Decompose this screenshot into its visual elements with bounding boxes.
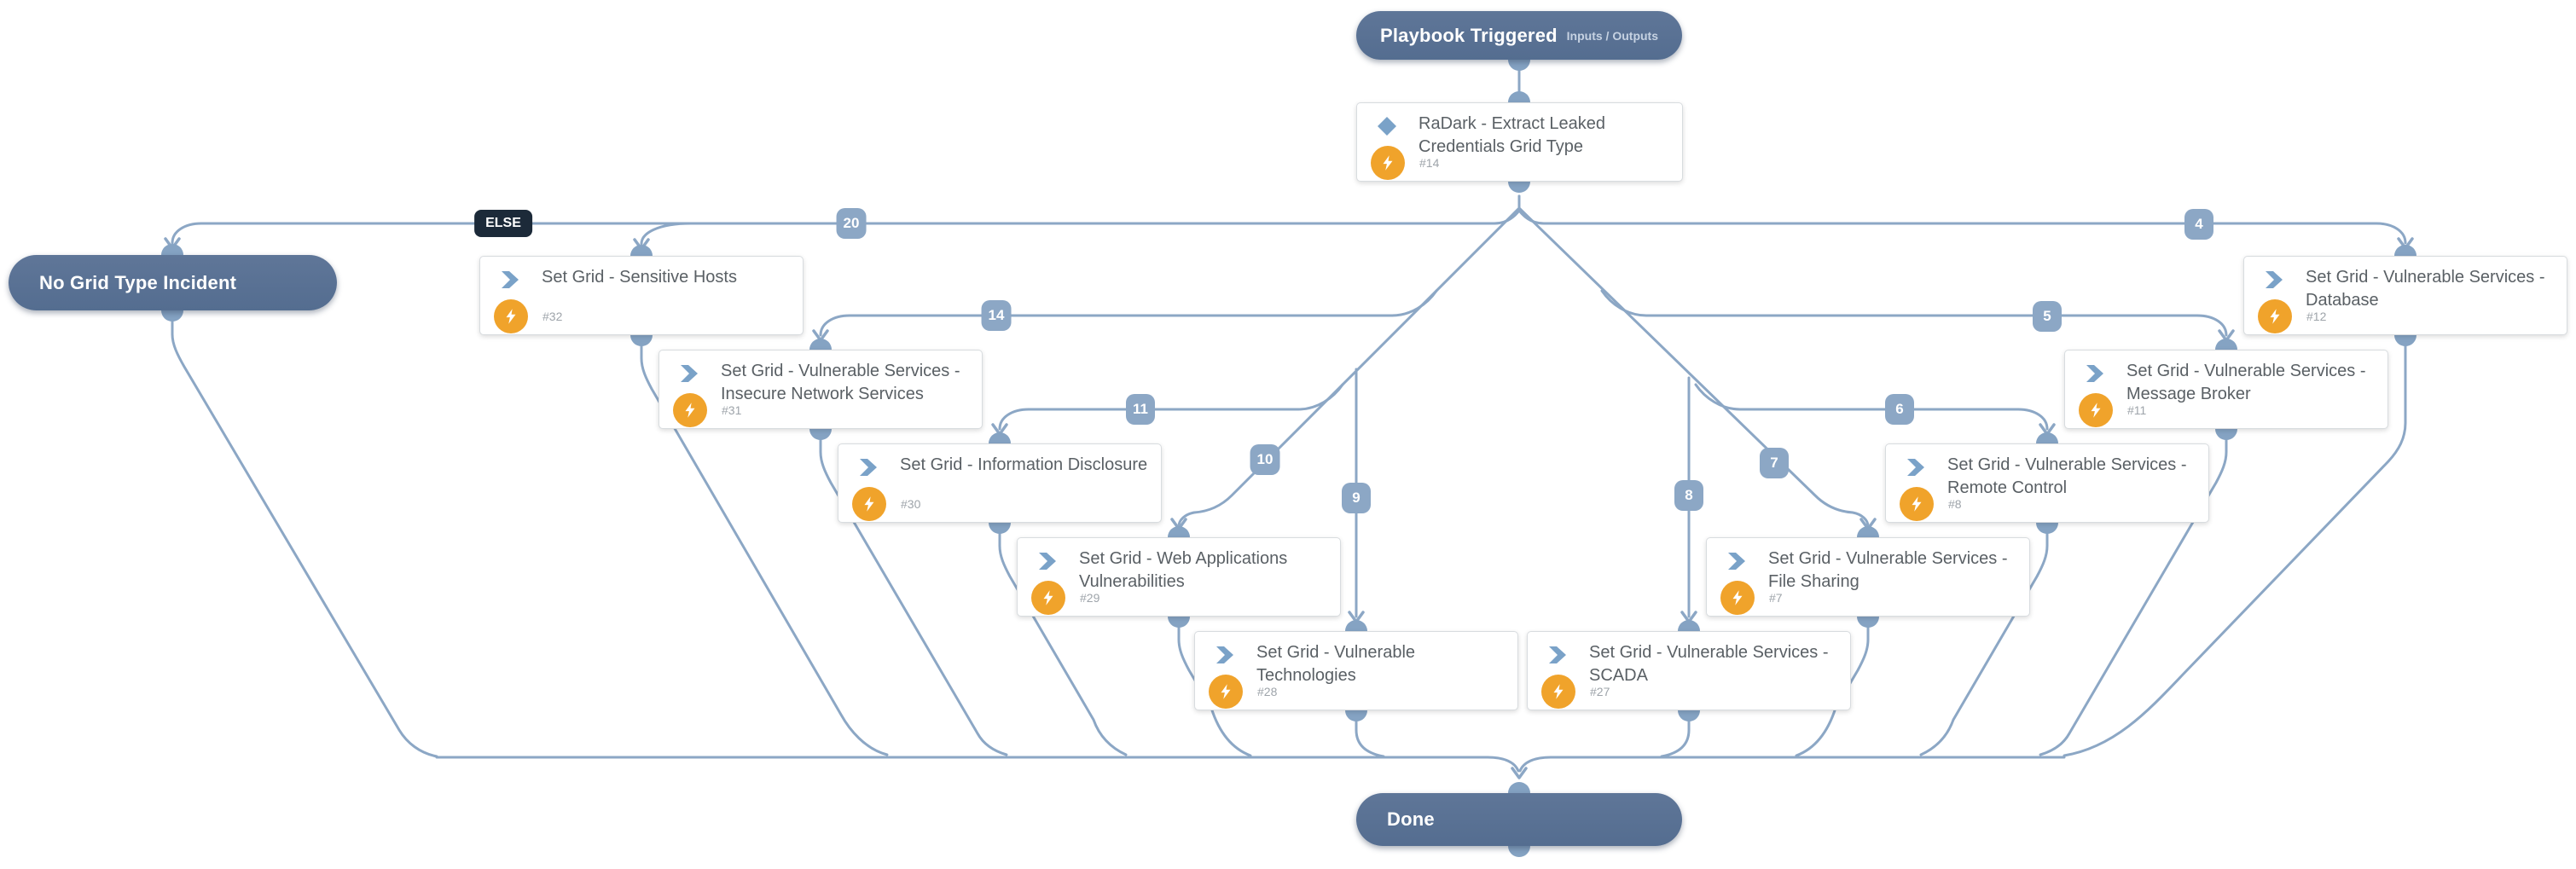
task-title: Set Grid - Vulnerable Services - Databas… — [2306, 268, 2545, 310]
task-title: Set Grid - Web Applications Vulnerabilit… — [1079, 549, 1288, 591]
task-node-set-grid-vulnerable-technologies[interactable]: Set Grid - Vulnerable Technologies #28 — [1194, 631, 1518, 710]
edge-level3-right — [1694, 383, 2049, 431]
edge-merge-left — [435, 756, 1520, 773]
edge-level2-right — [1600, 289, 2228, 337]
condition-badge-5: 5 — [2033, 301, 2062, 332]
start-node-playbook-triggered[interactable]: Playbook Triggered Inputs / Outputs — [1356, 11, 1682, 60]
task-type-chevron-icon — [1546, 644, 1569, 666]
task-title: Set Grid - Sensitive Hosts — [542, 268, 737, 287]
task-type-chevron-icon — [1214, 644, 1236, 666]
automation-bolt-icon — [2258, 299, 2292, 333]
condition-badge-14: 14 — [981, 300, 1012, 331]
task-id: #8 — [1948, 497, 1962, 511]
condition-badge-9: 9 — [1342, 483, 1371, 513]
edge-fan-diagonal-left — [1177, 194, 1521, 528]
task-id: #27 — [1590, 685, 1610, 698]
start-node-title: Playbook Triggered — [1380, 24, 1558, 46]
edge-t27-to-done — [1660, 709, 1691, 758]
edge-t31-to-done — [819, 427, 1008, 756]
terminal-node-no-grid-type-incident[interactable]: No Grid Type Incident — [9, 255, 337, 310]
task-node-set-grid-message-broker[interactable]: Set Grid - Vulnerable Services - Message… — [2064, 350, 2388, 429]
task-node-set-grid-file-sharing[interactable]: Set Grid - Vulnerable Services - File Sh… — [1706, 537, 2030, 617]
task-id: #32 — [542, 310, 563, 323]
automation-bolt-icon — [1209, 675, 1243, 709]
edge-t11-to-done — [2039, 427, 2228, 756]
task-type-chevron-icon — [1905, 456, 1927, 478]
condition-badge-else: ELSE — [474, 210, 532, 237]
condition-badge-8: 8 — [1674, 480, 1703, 511]
task-id: #14 — [1419, 156, 1440, 170]
task-title: Set Grid - Information Disclosure — [900, 455, 1148, 474]
condition-badge-11: 11 — [1126, 394, 1155, 425]
task-type-chevron-icon — [678, 362, 700, 385]
automation-bolt-icon — [1720, 581, 1755, 615]
edge-level1-right — [1517, 209, 2407, 245]
edge-fan-diagonal-right — [1517, 194, 1870, 528]
edge-nogrid-to-done — [171, 309, 438, 758]
condition-badge-7: 7 — [1760, 448, 1789, 478]
automation-bolt-icon — [852, 487, 886, 521]
task-type-chevron-icon — [2084, 362, 2106, 385]
task-node-set-grid-remote-control[interactable]: Set Grid - Vulnerable Services - Remote … — [1885, 443, 2209, 523]
task-node-set-grid-insecure-network-services[interactable]: Set Grid - Vulnerable Services - Insecur… — [659, 350, 983, 429]
task-type-chevron-icon — [1726, 550, 1748, 572]
task-node-set-grid-web-applications-vulnerabilities[interactable]: Set Grid - Web Applications Vulnerabilit… — [1017, 537, 1341, 617]
task-type-chevron-icon — [857, 456, 879, 478]
task-type-chevron-icon — [499, 269, 521, 291]
terminal-node-title: No Grid Type Incident — [39, 271, 237, 293]
task-node-radark-extract-leaked-credentials[interactable]: RaDark - Extract Leaked Credentials Grid… — [1356, 102, 1683, 182]
condition-badge-4: 4 — [2184, 209, 2213, 240]
automation-bolt-icon — [2079, 393, 2113, 427]
edge-branch-20 — [640, 222, 693, 246]
task-type-chevron-icon — [2263, 269, 2285, 291]
condition-badge-20: 20 — [836, 208, 867, 239]
edge-t32-to-done — [640, 333, 889, 756]
arrowhead — [1511, 767, 1528, 779]
task-id: #7 — [1769, 591, 1783, 605]
task-title: Set Grid - Vulnerable Services - Remote … — [1947, 455, 2187, 497]
task-id: #29 — [1080, 591, 1100, 605]
task-id: #12 — [2306, 310, 2327, 323]
task-title: Set Grid - Vulnerable Services - Insecur… — [721, 362, 960, 403]
automation-bolt-icon — [494, 299, 528, 333]
edge-t12-to-done — [2063, 333, 2407, 757]
task-node-set-grid-database[interactable]: Set Grid - Vulnerable Services - Databas… — [2243, 256, 2567, 335]
edge-merge-right — [1518, 756, 2066, 773]
task-title: Set Grid - Vulnerable Services - Message… — [2126, 362, 2366, 403]
edge-t30-to-done — [998, 521, 1128, 756]
automation-bolt-icon — [673, 393, 707, 427]
edge-level2-left — [819, 289, 1438, 337]
task-id: #28 — [1257, 685, 1278, 698]
automation-bolt-icon — [1541, 675, 1575, 709]
condition-badge-6: 6 — [1885, 394, 1914, 425]
task-type-chevron-icon — [1036, 550, 1059, 572]
task-title: RaDark - Extract Leaked Credentials Grid… — [1419, 114, 1605, 156]
task-id: #30 — [901, 497, 921, 511]
playbook-diamond-icon — [1376, 115, 1398, 137]
task-node-set-grid-scada[interactable]: Set Grid - Vulnerable Services - SCADA #… — [1527, 631, 1851, 710]
edge-t8-to-done — [1919, 521, 2049, 756]
end-node-title: Done — [1387, 808, 1435, 830]
edge-t28-to-done — [1355, 709, 1385, 758]
task-id: #11 — [2127, 403, 2147, 417]
end-node-done[interactable]: Done — [1356, 793, 1682, 846]
task-title: Set Grid - Vulnerable Services - SCADA — [1589, 643, 1829, 685]
task-title: Set Grid - Vulnerable Technologies — [1256, 643, 1416, 685]
automation-bolt-icon — [1371, 146, 1405, 180]
automation-bolt-icon — [1031, 581, 1065, 615]
condition-badge-10: 10 — [1250, 444, 1280, 475]
automation-bolt-icon — [1900, 487, 1934, 521]
task-title: Set Grid - Vulnerable Services - File Sh… — [1768, 549, 2008, 591]
task-node-set-grid-information-disclosure[interactable]: Set Grid - Information Disclosure #30 — [838, 443, 1162, 523]
inputs-outputs-link[interactable]: Inputs / Outputs — [1566, 28, 1658, 43]
task-id: #31 — [722, 403, 742, 417]
task-node-set-grid-sensitive-hosts[interactable]: Set Grid - Sensitive Hosts #32 — [479, 256, 804, 335]
edge-level3-left — [998, 383, 1344, 431]
